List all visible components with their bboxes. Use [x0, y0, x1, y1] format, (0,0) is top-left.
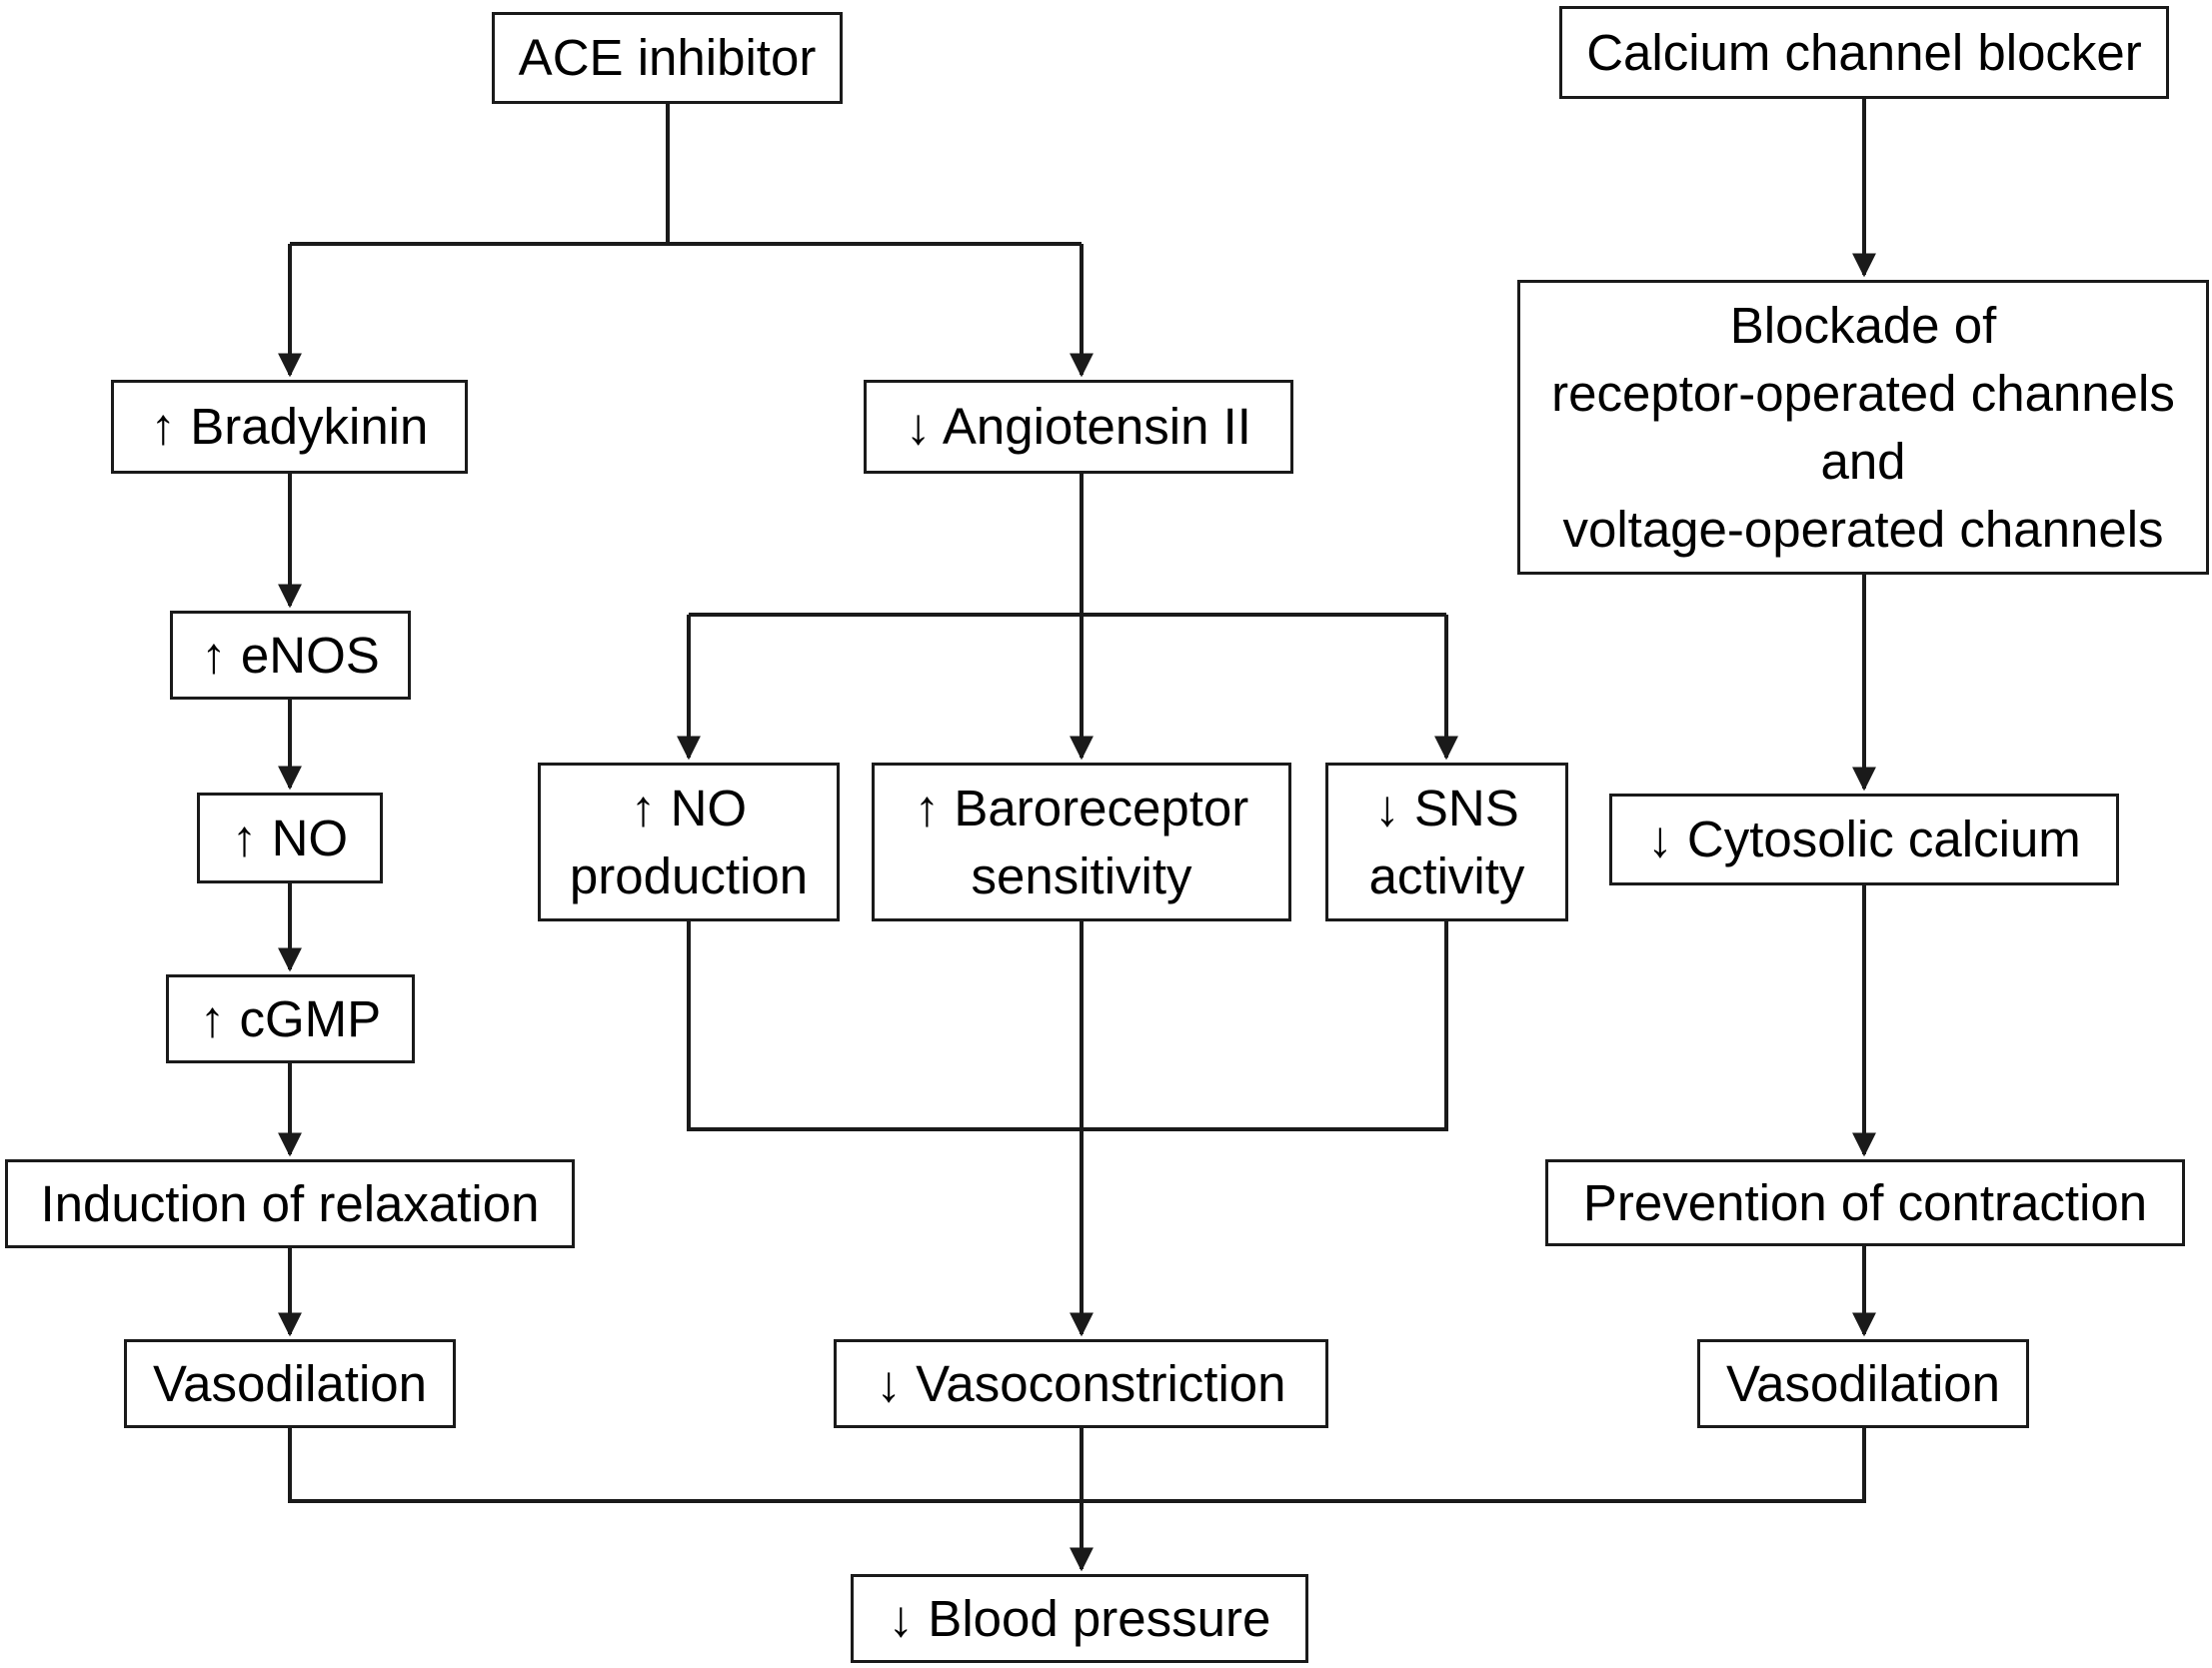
vasoconstriction-box: ↓ Vasoconstriction [834, 1339, 1328, 1428]
angiotensin-label: ↓ Angiotensin II [906, 398, 1251, 455]
no-production-line-1: ↑ NO [630, 779, 748, 836]
prevention-label: Prevention of contraction [1582, 1173, 2148, 1231]
calcium-channel-blocker-box: Calcium channel blocker [1559, 6, 2169, 99]
bradykinin-label: ↑ Bradykinin [150, 398, 429, 455]
sns-activity-line-2: activity [1368, 846, 1525, 904]
no-label: ↑ NO [231, 809, 349, 866]
blood-pressure-box: ↓ Blood pressure [851, 1574, 1308, 1663]
ace-inhibitor-box: ACE inhibitor [492, 12, 843, 104]
prevention-box: Prevention of contraction [1545, 1159, 2185, 1246]
baroreceptor-line-1: ↑ Baroreceptor [914, 779, 1249, 836]
enos-label: ↑ eNOS [201, 626, 380, 684]
vasoconstriction-label: ↓ Vasoconstriction [876, 1354, 1286, 1412]
connector-merge-middle [687, 921, 1448, 1131]
no-production-line-2: production [569, 846, 809, 904]
blockade-box: Blockade of receptor-operated channels a… [1517, 280, 2209, 575]
no-production-box: ↑ NO production [538, 763, 840, 921]
blockade-line-4: voltage-operated channels [1562, 500, 2164, 558]
angiotensin-box: ↓ Angiotensin II [864, 380, 1293, 474]
blood-pressure-label: ↓ Blood pressure [888, 1589, 1271, 1647]
blockade-line-2: receptor-operated channels [1551, 364, 2175, 422]
blockade-line-1: Blockade of [1729, 296, 1997, 354]
cytosolic-calcium-label: ↓ Cytosolic calcium [1647, 811, 2081, 867]
connector-merge-bottom [288, 1428, 1866, 1503]
baroreceptor-line-2: sensitivity [971, 846, 1192, 904]
relaxation-box: Induction of relaxation [5, 1159, 575, 1248]
enos-box: ↑ eNOS [170, 611, 411, 700]
relaxation-label: Induction of relaxation [40, 1174, 540, 1232]
ace-inhibitor-label: ACE inhibitor [518, 29, 817, 86]
blockade-line-3: and [1820, 432, 1906, 490]
vasodilation-left-label: Vasodilation [152, 1354, 428, 1412]
baroreceptor-box: ↑ Baroreceptor sensitivity [872, 763, 1291, 921]
cgmp-box: ↑ cGMP [166, 974, 415, 1063]
bradykinin-box: ↑ Bradykinin [111, 380, 468, 474]
vasodilation-right-box: Vasodilation [1697, 1339, 2029, 1428]
sns-activity-box: ↓ SNS activity [1325, 763, 1568, 921]
cgmp-label: ↑ cGMP [199, 989, 382, 1047]
no-box: ↑ NO [197, 793, 383, 883]
calcium-channel-blocker-label: Calcium channel blocker [1586, 23, 2142, 81]
sns-activity-line-1: ↓ SNS [1374, 779, 1519, 836]
cytosolic-calcium-box: ↓ Cytosolic calcium [1609, 794, 2119, 885]
vasodilation-right-label: Vasodilation [1725, 1354, 2001, 1412]
vasodilation-left-box: Vasodilation [124, 1339, 456, 1428]
